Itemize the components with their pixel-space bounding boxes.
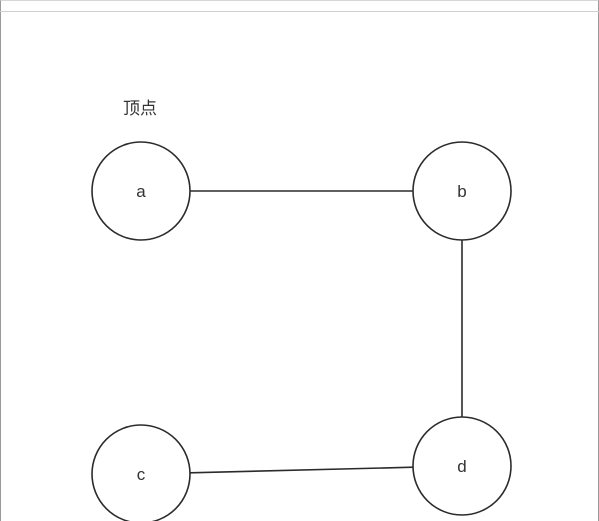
top-divider [0,11,599,12]
node-circle-a [91,141,191,241]
node-label-b: b [457,182,466,201]
node-label-a: a [136,182,146,201]
node-a: a [91,141,191,241]
edges-layer [189,190,463,474]
vertex-caption: 顶点 [123,99,157,119]
edge-c-d [189,466,414,474]
node-circle-b [412,141,512,241]
node-c: c [91,424,191,521]
node-circle-c [91,424,191,521]
node-d: d [412,416,512,516]
node-label-c: c [137,465,146,484]
node-label-d: d [457,457,466,476]
node-circle-d [412,416,512,516]
node-b: b [412,141,512,241]
nodes-layer: a b c d [91,141,512,521]
